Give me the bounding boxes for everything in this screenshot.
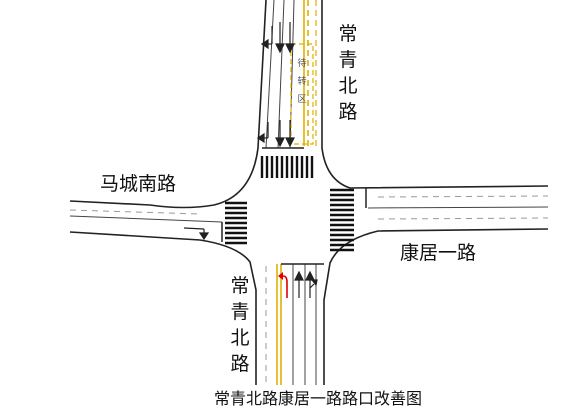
west-road-markings [69, 209, 223, 242]
east-road-label: 康居一路 [400, 242, 476, 264]
waiting-zone-box [290, 43, 314, 145]
east-lane-line-1 [377, 195, 549, 198]
north-lane-line-1 [265, 0, 275, 149]
north-road-east-curb [321, 0, 549, 189]
north-arrows [256, 22, 295, 148]
east-road-markings [365, 188, 549, 220]
waiting-zone-char: 转 [297, 75, 306, 87]
waiting-zone-char: 区 [297, 94, 306, 105]
south-road-west-curb [69, 231, 257, 385]
straight-arrow-icon [294, 270, 304, 298]
crosswalk-north [260, 156, 314, 178]
waiting-zone-char: 待 [297, 57, 306, 69]
south-road-label: 常 青 北 路 [230, 275, 249, 375]
straight-arrow-icon [275, 22, 285, 54]
west-lane-line [69, 209, 201, 215]
svg-text:北: 北 [230, 327, 249, 349]
straight-arrow-icon [285, 22, 295, 54]
straight-right-arrow-icon [305, 270, 318, 298]
left-turn-arrow-icon [260, 26, 273, 50]
right-turn-arrow-icon [183, 227, 210, 241]
north-road-markings: 待 转 区 [256, 0, 317, 149]
svg-text:常: 常 [230, 275, 249, 297]
svg-text:北: 北 [338, 75, 357, 97]
west-road-label: 马城南路 [100, 173, 176, 195]
road-edges [69, 0, 549, 385]
straight-arrow-icon [275, 120, 285, 148]
svg-text:青: 青 [338, 49, 357, 71]
east-center-line [367, 206, 549, 209]
diagram-caption: 常青北路康居一路路口改善图 [214, 389, 422, 408]
svg-text:青: 青 [230, 301, 249, 323]
svg-text:常: 常 [338, 23, 357, 45]
east-lane-line-2 [377, 217, 549, 220]
south-road-markings [265, 263, 324, 385]
crosswalk-east [330, 188, 354, 252]
u-turn-arrow-icon [278, 272, 288, 298]
crosswalk-west [225, 201, 247, 245]
straight-arrow-icon [285, 120, 295, 148]
left-turn-arrow-icon [256, 122, 269, 144]
svg-text:路: 路 [338, 101, 357, 123]
north-road-west-curb [69, 0, 267, 209]
north-lane-line-2 [277, 0, 285, 149]
north-road-label: 常 青 北 路 [338, 23, 357, 123]
west-center-line [69, 215, 223, 223]
svg-text:路: 路 [230, 353, 249, 375]
